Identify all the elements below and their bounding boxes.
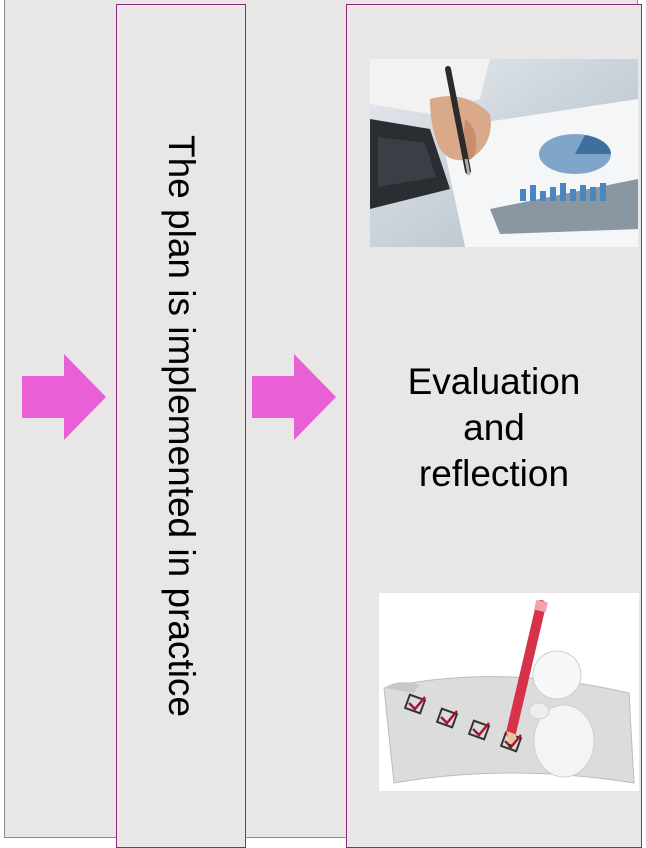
implementation-label: The plan is implemented in practice	[161, 134, 202, 717]
step-box-evaluation: Evaluation and reflection	[346, 4, 642, 848]
evaluation-label: Evaluation and reflection	[347, 359, 641, 497]
pen-and-document-photo	[370, 59, 638, 247]
evaluation-label-line: reflection	[418, 453, 570, 494]
evaluation-label-line: and	[463, 407, 525, 448]
right-arrow-icon	[252, 354, 336, 440]
step-box-implementation: The plan is implemented in practice	[116, 4, 246, 848]
evaluation-label-line: Evaluation	[407, 361, 581, 402]
checklist-pencil-figure-illustration	[379, 593, 639, 791]
right-arrow-icon	[22, 354, 106, 440]
